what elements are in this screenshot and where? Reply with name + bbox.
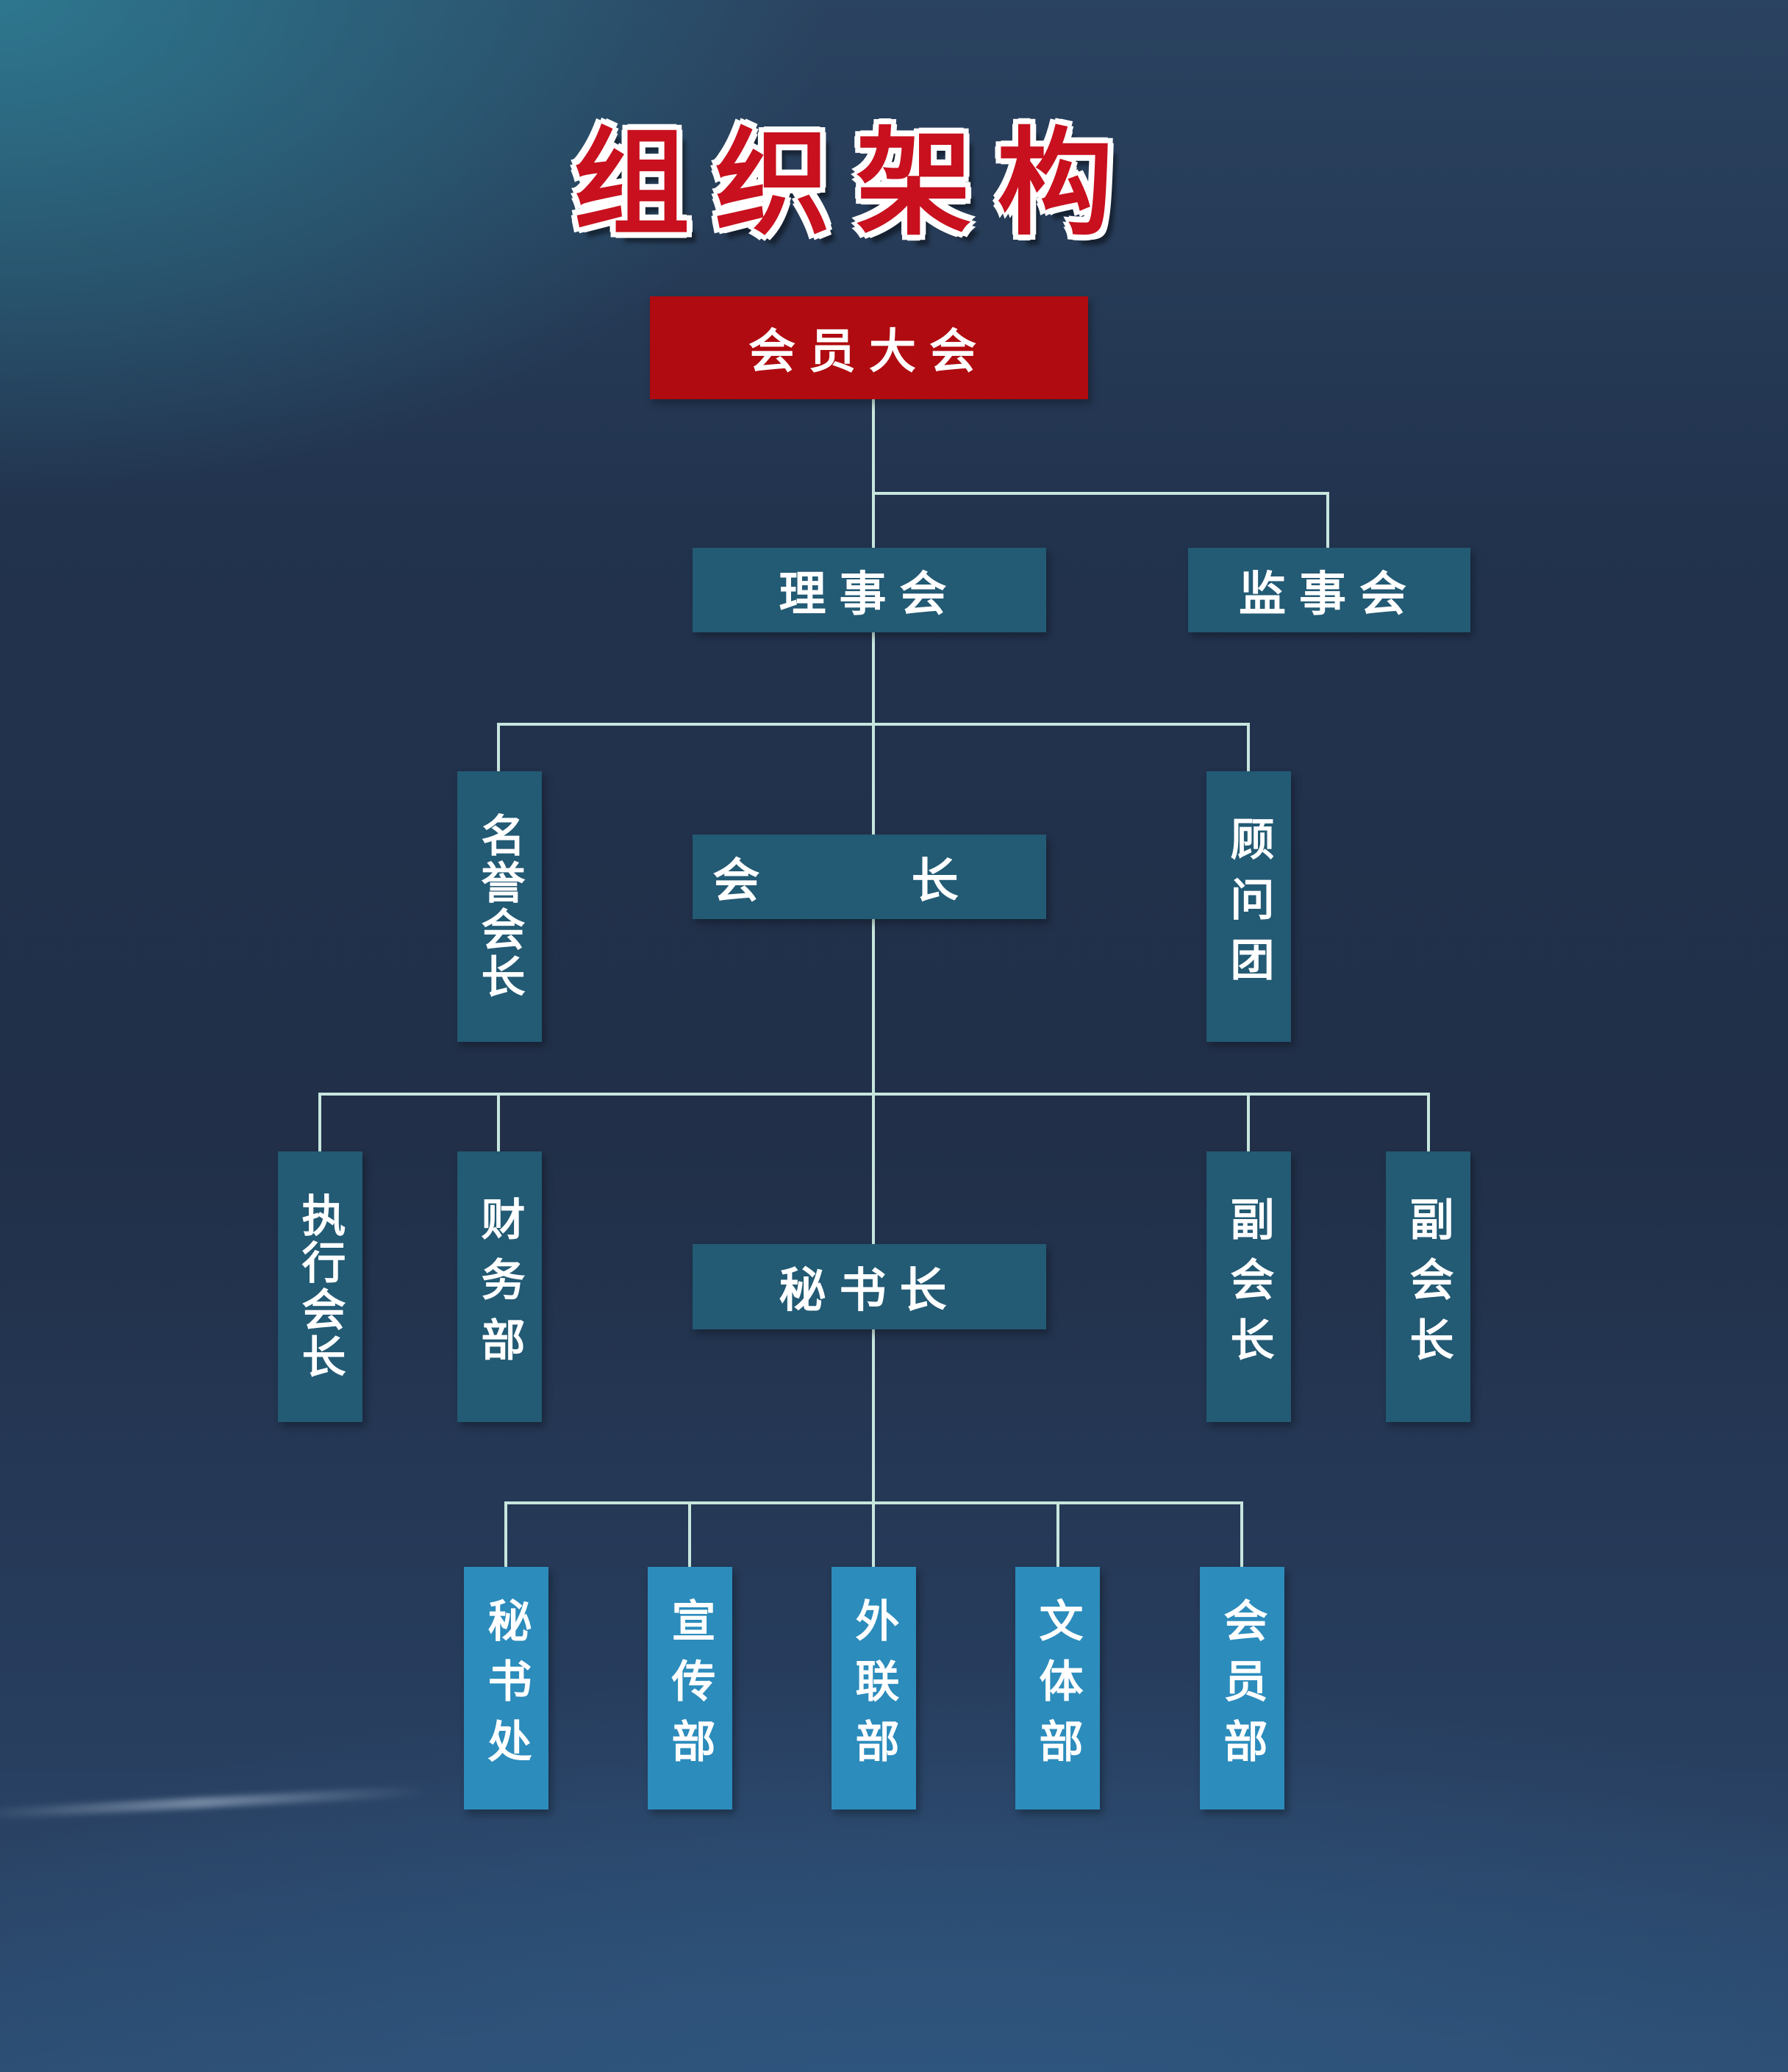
node-vice-president-2: 副会长: [1386, 1151, 1470, 1422]
node-supervisory-board: 监事会: [1188, 548, 1470, 632]
node-publicity-dept: 宣传部: [648, 1567, 732, 1810]
node-secretary-general: 秘书长: [693, 1244, 1046, 1329]
page-title: 组织架构: [573, 115, 1138, 251]
node-secretariat: 秘书处: [464, 1567, 548, 1810]
node-finance-dept: 财务部: [457, 1151, 542, 1422]
node-advisory-group: 顾问团: [1206, 771, 1291, 1042]
node-member-assembly: 会员大会: [650, 296, 1088, 399]
node-culture-sports-dept: 文体部: [1015, 1567, 1100, 1810]
node-vice-president-1: 副会长: [1206, 1151, 1291, 1422]
node-membership-dept: 会员部: [1200, 1567, 1284, 1810]
node-liaison-dept: 外联部: [832, 1567, 916, 1810]
node-council: 理事会: [693, 548, 1046, 632]
connector-level1-bar: [872, 492, 1329, 549]
node-honorary-president: 名誉会长: [457, 771, 542, 1042]
node-president: 会 长: [693, 835, 1046, 919]
node-executive-president: 执行会长: [278, 1151, 362, 1422]
